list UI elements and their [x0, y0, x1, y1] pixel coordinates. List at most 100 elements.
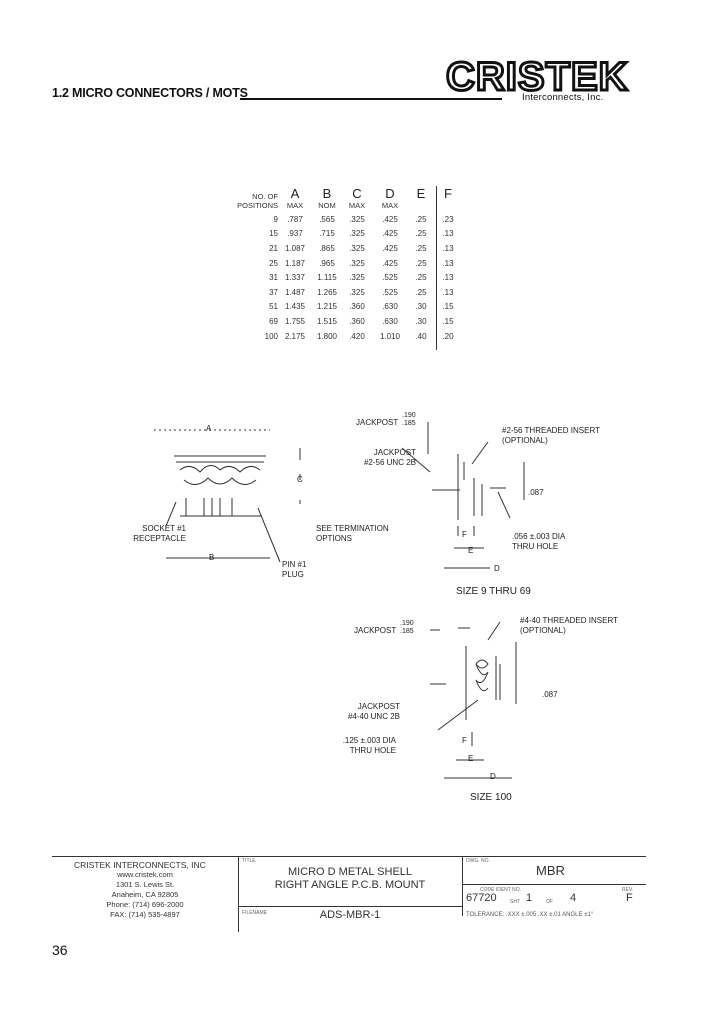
s1-jackpost-top-label: JACKPOST — [356, 418, 399, 427]
col-sub-f — [434, 201, 462, 212]
dwg-tag: DWG. NO. — [466, 858, 490, 864]
dimension-cell: 1.755 — [284, 316, 306, 326]
dimension-cell: .865 — [319, 243, 335, 253]
s1-insert-line1: #2-56 THREADED INSERT — [502, 426, 600, 435]
title-tag: TITLE — [242, 858, 256, 864]
company-name: CRISTEK INTERCONNECTS, INC — [74, 860, 206, 870]
dimension-cell: .25 — [415, 273, 427, 283]
dimension-cell: .420 — [349, 331, 365, 341]
positions-cell: 31 — [269, 273, 278, 283]
dimension-cell: .630 — [382, 316, 398, 326]
dimension-cell: .525 — [382, 273, 398, 283]
s2-label-d: D — [490, 772, 496, 781]
dimension-cell: .13 — [442, 258, 454, 268]
company-address: www.cristek.com 1301 S. Lewis St. Anahei… — [52, 870, 238, 920]
drawing-title: MICRO D METAL SHELL RIGHT ANGLE P.C.B. M… — [238, 866, 462, 892]
dimension-cell: .30 — [415, 316, 427, 326]
dimension-cell: .360 — [349, 302, 365, 312]
s1-label-e: E — [468, 546, 474, 555]
positions-cell: 9 — [273, 214, 278, 224]
dimension-cell: 1.010 — [379, 331, 401, 341]
s1-dim-185: .185 — [402, 420, 416, 427]
dimension-cell: .13 — [442, 287, 454, 297]
s1-jackpost-line2: #2-56 UNC 2B — [363, 458, 416, 467]
dimension-cell: 1.337 — [284, 273, 306, 283]
s2-dim-087: .087 — [542, 690, 558, 699]
dimension-cell: .25 — [415, 287, 427, 297]
dimension-cell: .325 — [349, 243, 365, 253]
see-termination-label: SEE TERMINATION OPTIONS — [316, 524, 389, 544]
revision: F — [626, 892, 633, 904]
pin-line2: PLUG — [282, 570, 304, 579]
dimension-cell: .30 — [415, 302, 427, 312]
dimension-cell: .325 — [349, 258, 365, 268]
col-sub-d: MAX — [381, 201, 399, 210]
s2-hole-line1: .125 ±.003 DIA — [342, 736, 396, 745]
drawing-lines — [154, 422, 525, 779]
company-address1: 1301 S. Lewis St. — [115, 880, 175, 889]
dimension-cell: .13 — [442, 273, 454, 283]
section-title: 1.2 MICRO CONNECTORS / MOTS — [52, 86, 248, 100]
dimension-cell: .937 — [287, 229, 303, 239]
s2-insert-label: #4-40 THREADED INSERT (OPTIONAL) — [520, 616, 618, 636]
table-divider — [436, 186, 437, 350]
dimension-cell: 1.115 — [317, 273, 337, 283]
positions-cell: 37 — [269, 287, 278, 297]
s2-jackpost-line2: #4-40 UNC 2B — [347, 712, 400, 721]
positions-header-line2: POSITIONS — [237, 201, 278, 210]
title-line1: MICRO D METAL SHELL — [287, 866, 413, 878]
s1-dim-190-185: .190 .185 — [402, 412, 416, 428]
filename: ADS-MBR-1 — [319, 909, 381, 921]
dimension-cell: 1.265 — [316, 287, 338, 297]
sht-tag: SHT — [510, 899, 520, 905]
see-term-line2: OPTIONS — [316, 534, 353, 543]
socket-line1: SOCKET #1 — [142, 524, 186, 533]
logo-wordmark: CRISTEK — [446, 56, 629, 99]
company-website: www.cristek.com — [117, 870, 173, 879]
s1-hole-line2: THRU HOLE — [512, 542, 559, 551]
of-tag: OF — [546, 899, 553, 905]
positions-cell: 51 — [269, 302, 278, 312]
col-letter-b: B — [322, 186, 332, 201]
logo-subtitle: Interconnects, Inc. — [522, 92, 604, 103]
dimension-cell: .25 — [415, 229, 427, 239]
col-sub-c: MAX — [348, 201, 366, 210]
col-sub-a: MAX — [286, 201, 304, 210]
s1-label-d: D — [494, 564, 500, 573]
company-phone: Phone: (714) 696-2000 — [106, 900, 184, 909]
page-number: 36 — [52, 942, 68, 958]
dimension-cell: 1.087 — [284, 243, 306, 253]
dimension-cell: .325 — [349, 229, 365, 239]
s1-hole-label: .056 ±.003 DIA THRU HOLE — [512, 532, 565, 552]
dimension-cell: 1.800 — [316, 331, 338, 341]
dimension-cell: .13 — [442, 229, 454, 239]
s2-dim-190: .190 — [400, 620, 414, 627]
dwg-number: MBR — [536, 863, 565, 878]
s1-caption: SIZE 9 THRU 69 — [456, 586, 531, 597]
sheet-total: 4 — [570, 892, 577, 904]
dimension-cell: .40 — [415, 331, 427, 341]
dimension-cell: 2.175 — [284, 331, 306, 341]
positions-cell: 69 — [269, 316, 278, 326]
dimension-cell: 1.487 — [284, 287, 306, 297]
s2-label-e: E — [468, 754, 474, 763]
col-letter-c: C — [352, 186, 362, 201]
dimension-table: NO. OF A B C D E F POSITIONS MAX NOM MAX… — [226, 186, 462, 343]
s2-insert-line2: (OPTIONAL) — [520, 626, 566, 635]
dimension-cell: 1.515 — [316, 316, 338, 326]
s1-dim-087: .087 — [528, 488, 544, 497]
dim-label-c: C — [297, 475, 303, 484]
socket-label: SOCKET #1 RECEPTACLE — [90, 524, 186, 544]
dimension-cell: .525 — [382, 287, 398, 297]
table-row: 15.937.715.325.425.25.13 — [226, 227, 462, 242]
title-line2: RIGHT ANGLE P.C.B. MOUNT — [274, 879, 426, 891]
dimension-cell: .325 — [349, 214, 365, 224]
positions-cell: 25 — [269, 258, 278, 268]
tb-top-rule — [52, 856, 646, 857]
dimension-cell: .425 — [382, 229, 398, 239]
s2-jackpost-label: JACKPOST #4-40 UNC 2B — [316, 702, 400, 722]
tb-right-rule — [462, 884, 646, 885]
socket-line2: RECEPTACLE — [133, 534, 186, 543]
dimension-cell: .13 — [442, 243, 454, 253]
